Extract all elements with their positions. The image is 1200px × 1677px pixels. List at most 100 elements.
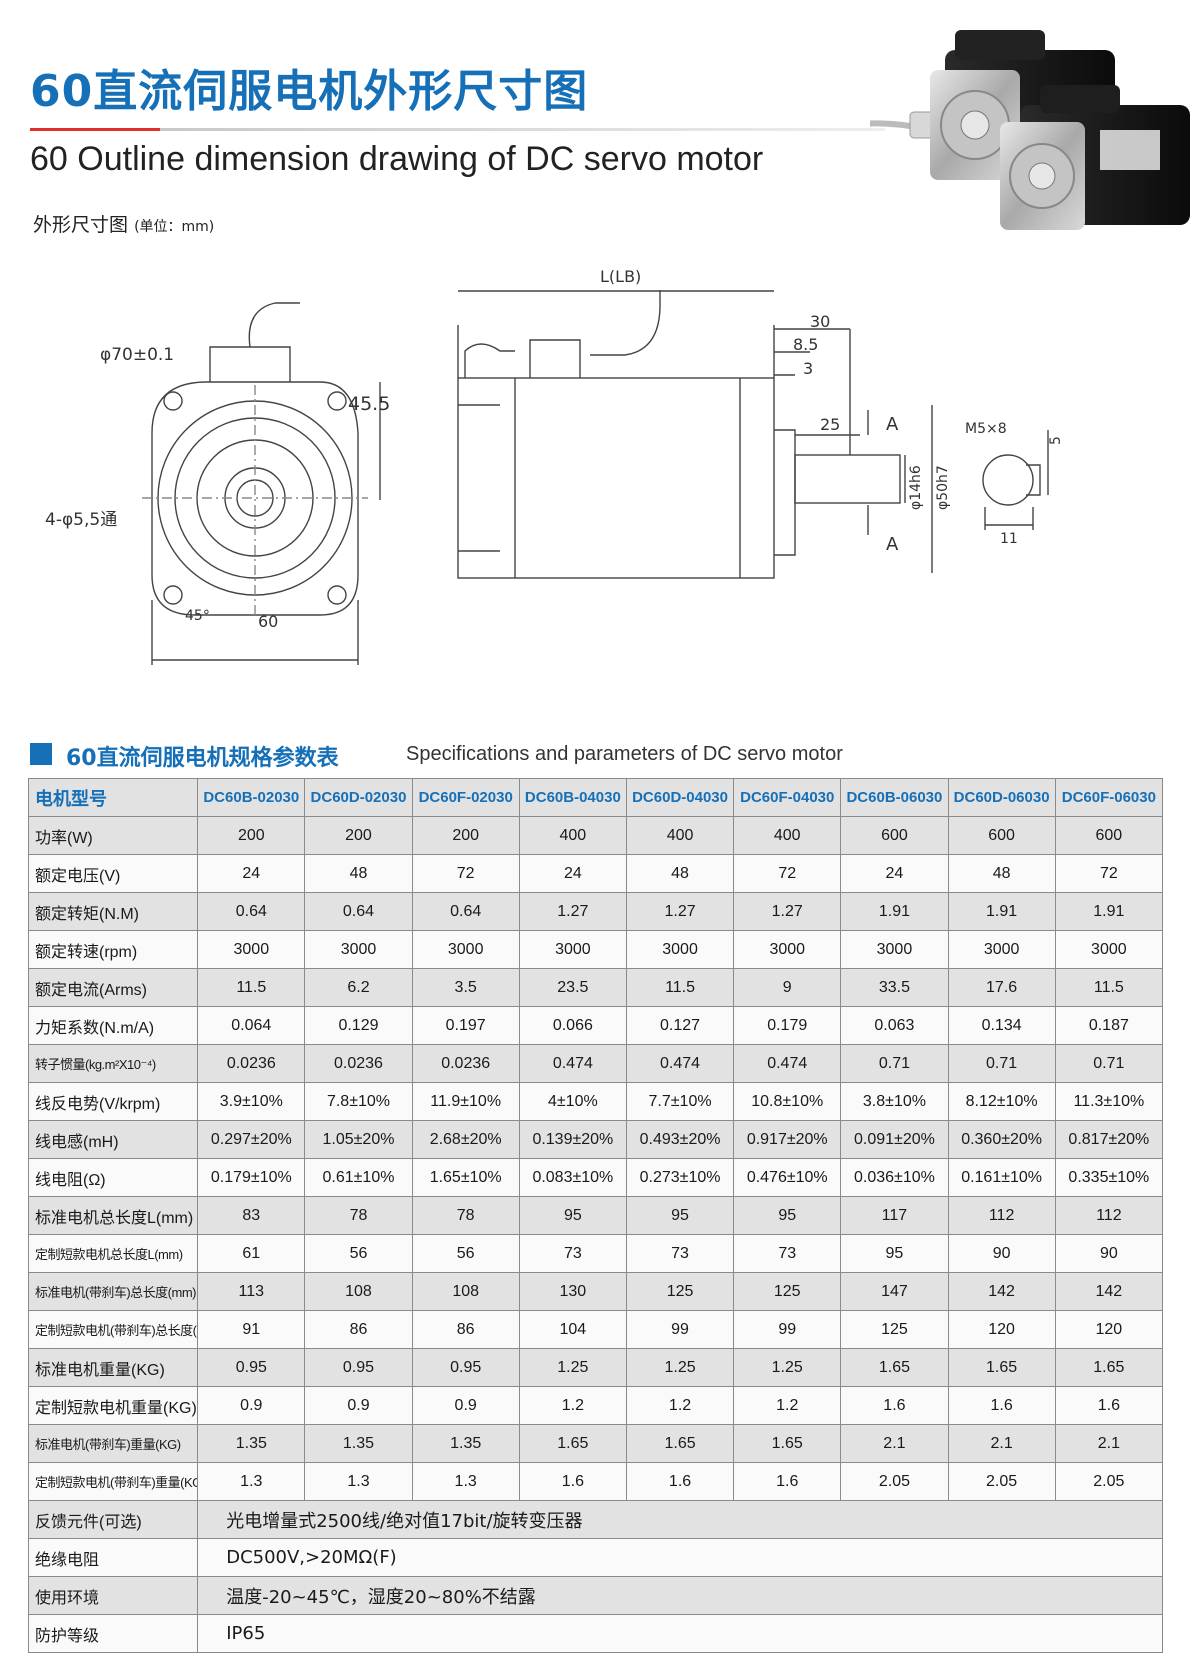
table-cell: 3.5 — [411, 968, 520, 1007]
section-a-top: A — [886, 414, 899, 435]
row-label: 防护等级 — [27, 1614, 199, 1653]
table-cell: 3000 — [733, 930, 842, 969]
table-cell: 108 — [411, 1272, 520, 1311]
table-cell: 600 — [947, 816, 1056, 855]
table-cell: 0.083±10% — [518, 1158, 627, 1197]
table-cell: 99 — [625, 1310, 735, 1349]
table-cell: 2.1 — [947, 1424, 1056, 1463]
table-cell: 108 — [304, 1272, 413, 1311]
table-cell: 0.9 — [197, 1386, 306, 1425]
table-cell: 72 — [733, 854, 842, 893]
dim-30: 30 — [810, 312, 830, 331]
table-cell: 1.3 — [304, 1462, 413, 1501]
table-cell: 0.066 — [518, 1006, 627, 1045]
table-cell: 3000 — [947, 930, 1056, 969]
table-cell: 1.3 — [197, 1462, 306, 1501]
table-cell: 2.05 — [1054, 1462, 1164, 1501]
title-divider — [30, 128, 885, 131]
page-title: 60直流伺服电机外形尺寸图 — [30, 66, 589, 117]
table-cell: 90 — [947, 1234, 1056, 1273]
table-cell-wide: 光电增量式2500线/绝对值17bit/旋转变压器 — [197, 1500, 1163, 1539]
table-cell-wide: IP65 — [197, 1614, 1163, 1653]
model-header: DC60D-04030 — [625, 778, 735, 817]
table-cell: 86 — [411, 1310, 520, 1349]
table-cell: 61 — [197, 1234, 306, 1273]
table-cell: 9 — [733, 968, 842, 1007]
table-cell: 1.6 — [733, 1462, 842, 1501]
row-label: 额定转速(rpm) — [27, 930, 199, 969]
table-cell: 0.0236 — [197, 1044, 306, 1083]
table-cell: 90 — [1054, 1234, 1164, 1273]
table-cell: 7.7±10% — [625, 1082, 735, 1121]
table-cell: 142 — [947, 1272, 1056, 1311]
table-cell: 0.474 — [733, 1044, 842, 1083]
drawing-caption-unit: (单位：mm) — [134, 219, 215, 235]
table-cell: 0.129 — [304, 1006, 413, 1045]
table-cell: 200 — [197, 816, 306, 855]
row-label: 额定转矩(N.M) — [27, 892, 199, 931]
motor-product-photo — [870, 30, 1190, 230]
section-a-bottom: A — [886, 534, 899, 555]
table-cell: 0.71 — [947, 1044, 1056, 1083]
row-label: 线反电势(V/krpm) — [27, 1082, 199, 1121]
table-cell: 24 — [840, 854, 949, 893]
model-header: DC60F-06030 — [1054, 778, 1164, 817]
row-label: 线电阻(Ω) — [27, 1158, 199, 1197]
table-cell: 72 — [411, 854, 520, 893]
table-cell: 1.91 — [947, 892, 1056, 931]
table-cell: 0.493±20% — [625, 1120, 735, 1159]
table-cell: 104 — [518, 1310, 627, 1349]
dim-angle: 45° — [185, 608, 210, 624]
table-cell: 7.8±10% — [304, 1082, 413, 1121]
row-label: 线电感(mH) — [27, 1120, 199, 1159]
table-cell: 3.9±10% — [197, 1082, 306, 1121]
table-row: 使用环境温度-20~45℃，湿度20~80%不结露 — [27, 1576, 1163, 1615]
dim-flange-spigot: φ50h7 — [935, 465, 951, 510]
table-cell: 400 — [518, 816, 627, 855]
side-view — [457, 290, 933, 579]
table-cell: 2.05 — [840, 1462, 949, 1501]
table-cell: 33.5 — [840, 968, 949, 1007]
header-label: 电机型号 — [27, 778, 199, 817]
table-cell: 1.35 — [197, 1424, 306, 1463]
dim-thread: M5×8 — [965, 421, 1007, 437]
table-cell: 3000 — [518, 930, 627, 969]
dim-mount-holes: 4-φ5,5通 — [45, 510, 117, 530]
table-cell: 23.5 — [518, 968, 627, 1007]
row-label: 额定电压(V) — [27, 854, 199, 893]
row-label: 标准电机总长度L(mm) — [27, 1196, 199, 1235]
table-cell: 117 — [840, 1196, 949, 1235]
row-label: 使用环境 — [27, 1576, 199, 1615]
table-cell: 0.197 — [411, 1006, 520, 1045]
table-cell: 0.091±20% — [840, 1120, 949, 1159]
table-cell: 1.35 — [411, 1424, 520, 1463]
table-cell: 0.335±10% — [1054, 1158, 1164, 1197]
table-cell: 86 — [304, 1310, 413, 1349]
row-label: 定制短款电机(带刹车)重量(KG) — [27, 1462, 199, 1501]
table-cell: 56 — [411, 1234, 520, 1273]
model-header: DC60D-06030 — [947, 778, 1056, 817]
spec-title-en: Specifications and parameters of DC serv… — [406, 743, 843, 765]
table-cell: 0.161±10% — [947, 1158, 1056, 1197]
table-cell: 78 — [304, 1196, 413, 1235]
table-cell: 95 — [840, 1234, 949, 1273]
table-cell: 0.9 — [304, 1386, 413, 1425]
dim-shaft-dia: φ14h6 — [908, 465, 924, 510]
dim-3: 3 — [803, 359, 813, 378]
table-cell: 73 — [625, 1234, 735, 1273]
table-cell: 1.27 — [625, 892, 735, 931]
table-cell: 0.179±10% — [197, 1158, 306, 1197]
table-cell: 8.12±10% — [947, 1082, 1056, 1121]
table-cell: 95 — [518, 1196, 627, 1235]
table-row: 反馈元件(可选)光电增量式2500线/绝对值17bit/旋转变压器 — [27, 1500, 1163, 1539]
table-cell: 78 — [411, 1196, 520, 1235]
table-cell: 0.036±10% — [840, 1158, 949, 1197]
